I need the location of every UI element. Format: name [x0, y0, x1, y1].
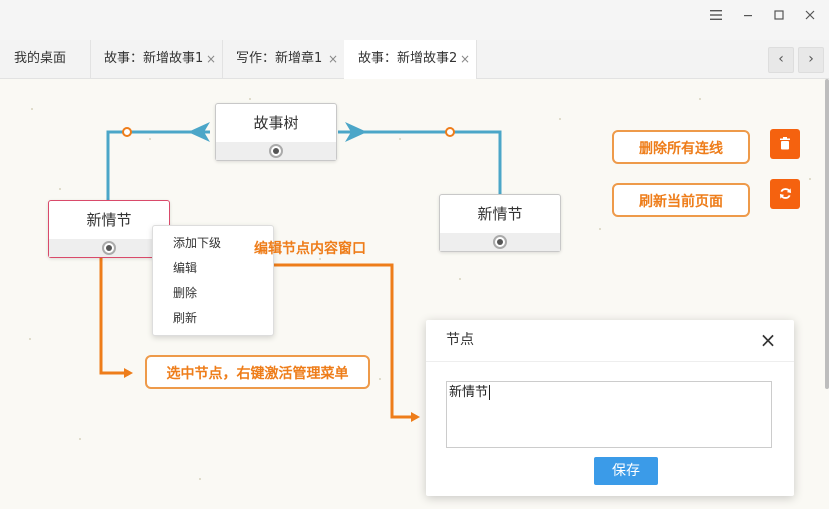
- tab-story-1[interactable]: 故事：新增故事1 ×: [90, 40, 223, 78]
- annotation-arrowhead: [124, 368, 133, 378]
- tab-close-icon[interactable]: ×: [327, 52, 338, 66]
- child-node-left[interactable]: 新情节: [48, 200, 170, 258]
- tab-label: 故事：新增故事1: [104, 51, 204, 66]
- root-node[interactable]: 故事树: [215, 103, 337, 161]
- node-title: 故事树: [253, 114, 299, 132]
- tab-prev-button[interactable]: ‹: [768, 47, 794, 73]
- context-menu: 添加下级 编辑 删除 刷新: [152, 225, 274, 336]
- annotation-edit-window: 编辑节点内容窗口: [254, 241, 366, 257]
- node-footer: [440, 233, 560, 251]
- tab-story-2[interactable]: 故事：新增故事2 ×: [344, 40, 477, 79]
- dialog-header: 节点 ×: [426, 320, 794, 362]
- midpoint-handle-left[interactable]: [122, 127, 132, 137]
- canvas-scrollbar[interactable]: [825, 79, 829, 389]
- menu-item-add-child[interactable]: 添加下级: [173, 236, 222, 250]
- tab-my-desktop[interactable]: 我的桌面: [0, 40, 91, 78]
- connection-lines: [99, 122, 502, 422]
- port-icon[interactable]: [102, 241, 116, 255]
- port-icon[interactable]: [493, 235, 507, 249]
- refresh-icon: [779, 188, 791, 199]
- callout-refresh-page: 刷新当前页面: [612, 183, 750, 217]
- child-node-right[interactable]: 新情节: [439, 194, 561, 252]
- callout-delete-lines: 删除所有连线: [612, 130, 750, 164]
- menu-item-refresh[interactable]: 刷新: [173, 311, 198, 325]
- tab-label: 故事：新增故事2: [358, 51, 458, 66]
- node-content-textarea[interactable]: 新情节: [446, 381, 772, 448]
- node-content-value: 新情节: [449, 385, 489, 400]
- canvas-background: [29, 98, 811, 480]
- refresh-page-button[interactable]: [770, 179, 800, 209]
- arrow-right: [345, 122, 367, 142]
- trash-icon: [780, 137, 790, 150]
- save-button[interactable]: 保存: [594, 457, 658, 485]
- annotation-arrow-edit: [220, 263, 414, 419]
- node-title: 新情节: [477, 205, 523, 223]
- node-edit-dialog: 节点 × 新情节 保存: [426, 320, 794, 496]
- menu-item-delete[interactable]: 删除: [173, 286, 198, 300]
- minimize-icon[interactable]: [737, 6, 759, 28]
- node-footer: [216, 142, 336, 160]
- node-title: 新情节: [86, 211, 132, 229]
- tab-bar: 我的桌面 故事：新增故事1 × 写作：新增章1 × 故事：新增故事2 ×: [0, 40, 829, 79]
- connector-right: [338, 130, 502, 195]
- tab-next-button[interactable]: ›: [798, 47, 824, 73]
- tab-close-icon[interactable]: ×: [459, 52, 470, 66]
- close-icon[interactable]: [799, 6, 821, 28]
- tab-label: 我的桌面: [14, 51, 67, 66]
- port-icon[interactable]: [269, 144, 283, 158]
- text-cursor: [489, 385, 491, 400]
- menu-item-edit[interactable]: 编辑: [173, 261, 198, 275]
- maximize-icon[interactable]: [768, 6, 790, 28]
- annotation-arrow-select: [99, 257, 127, 375]
- arrow-left: [188, 122, 210, 142]
- tab-writing-1[interactable]: 写作：新增章1 ×: [222, 40, 345, 78]
- midpoint-handle-right[interactable]: [445, 127, 455, 137]
- connector-left: [106, 130, 210, 200]
- dialog-title: 节点: [446, 332, 474, 348]
- title-bar: [0, 0, 829, 40]
- delete-all-lines-button[interactable]: [770, 129, 800, 159]
- tab-close-icon[interactable]: ×: [205, 52, 216, 66]
- node-footer: [49, 239, 169, 257]
- tab-label: 写作：新增章1: [236, 51, 323, 66]
- annotation-arrowhead: [411, 412, 420, 422]
- close-icon[interactable]: ×: [759, 328, 777, 352]
- callout-select-node: 选中节点，右键激活管理菜单: [145, 355, 370, 389]
- hamburger-icon[interactable]: [705, 6, 727, 28]
